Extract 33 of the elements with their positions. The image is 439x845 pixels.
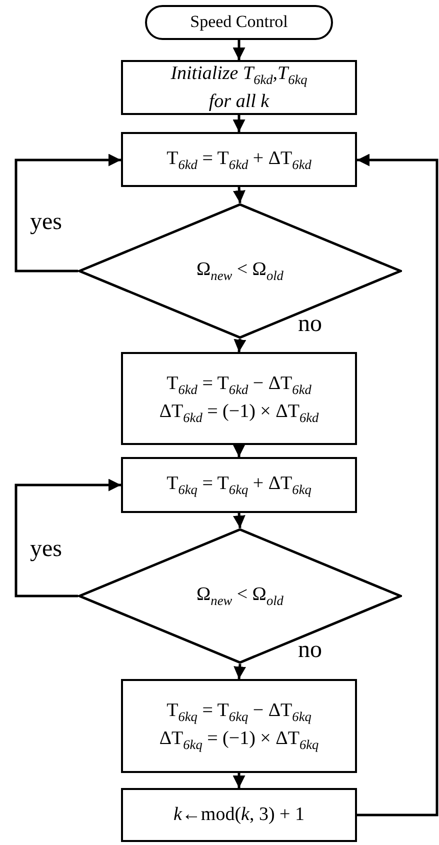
- arrow: [232, 40, 246, 60]
- arrow: [232, 115, 246, 132]
- arrow: [14, 154, 121, 272]
- edge-label: yes: [30, 537, 62, 561]
- process-box: [121, 679, 357, 773]
- arrow: [232, 186, 246, 204]
- process-box: [121, 457, 357, 513]
- formula-text: Ω$_{new}$ < Ω$_{old}$: [196, 583, 284, 610]
- start-terminal: [145, 5, 333, 40]
- arrow: [234, 338, 246, 352]
- process-box: [121, 60, 357, 115]
- arrow: [234, 664, 246, 680]
- formula-text: T$_{6kq}$ = T$_{6kq}$ + ΔT$_{6kq}$: [166, 472, 312, 499]
- process-box: [121, 352, 357, 445]
- formula-text: ΔT$_{6kd}$ = (−1) × ΔT$_{6kd}$: [159, 400, 319, 426]
- formula-text: Ω$_{new}$ < Ω$_{old}$: [196, 258, 284, 285]
- terminal-label: Speed Control: [190, 11, 288, 34]
- process-box: [121, 788, 357, 842]
- formula-text: k←mod(k, 3) + 1: [173, 803, 305, 828]
- edge-label: no: [298, 638, 322, 662]
- formula-text: ΔT$_{6kq}$ = (−1) × ΔT$_{6kq}$: [159, 727, 319, 754]
- arrow: [232, 512, 246, 528]
- arrow: [232, 444, 246, 457]
- formula-text: Initialize T$_{6kd}$,T$_{6kq}$ for all k: [170, 62, 308, 114]
- arrow: [357, 154, 438, 816]
- arrow: [14, 478, 121, 598]
- formula-text: T$_{6kq}$ = T$_{6kq}$ − ΔT$_{6kq}$: [166, 699, 312, 726]
- arrow: [232, 773, 246, 788]
- formula-text: T$_{6kd}$ = T$_{6kd}$ − ΔT$_{6kd}$: [166, 372, 312, 398]
- formula-text: T$_{6kd}$ = T$_{6kd}$ + ΔT$_{6kd}$: [166, 146, 312, 174]
- edge-label: yes: [30, 210, 62, 234]
- edge-label: no: [298, 312, 322, 336]
- process-box: [121, 132, 357, 187]
